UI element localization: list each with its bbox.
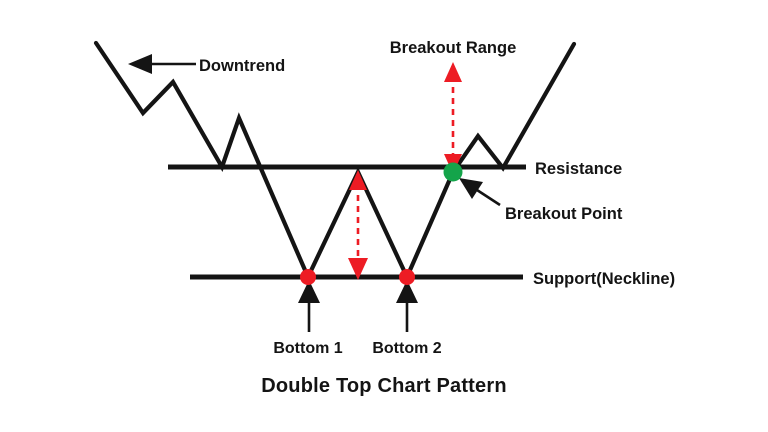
support-label: Support(Neckline): [533, 270, 675, 288]
pattern-height-arrow: [348, 170, 368, 280]
bottom-1-label: Bottom 1: [273, 340, 342, 357]
bottom-1-marker: [300, 269, 316, 285]
breakout-point-label: Breakout Point: [505, 205, 623, 223]
price-path: [93, 40, 577, 283]
resistance-label: Resistance: [535, 160, 622, 178]
downtrend-label: Downtrend: [199, 57, 285, 75]
bottom-1-arrow: [298, 280, 320, 332]
bottom-2-label: Bottom 2: [372, 340, 441, 357]
breakout-range-label: Breakout Range: [390, 39, 517, 57]
downtrend-arrow: [128, 54, 196, 74]
breakout-point-marker: [443, 162, 463, 182]
bottom-2-marker: [399, 269, 415, 285]
bottom-2-arrow: [396, 280, 418, 332]
breakout-point-pointer: [459, 178, 501, 207]
chart-title: Double Top Chart Pattern: [261, 375, 507, 397]
